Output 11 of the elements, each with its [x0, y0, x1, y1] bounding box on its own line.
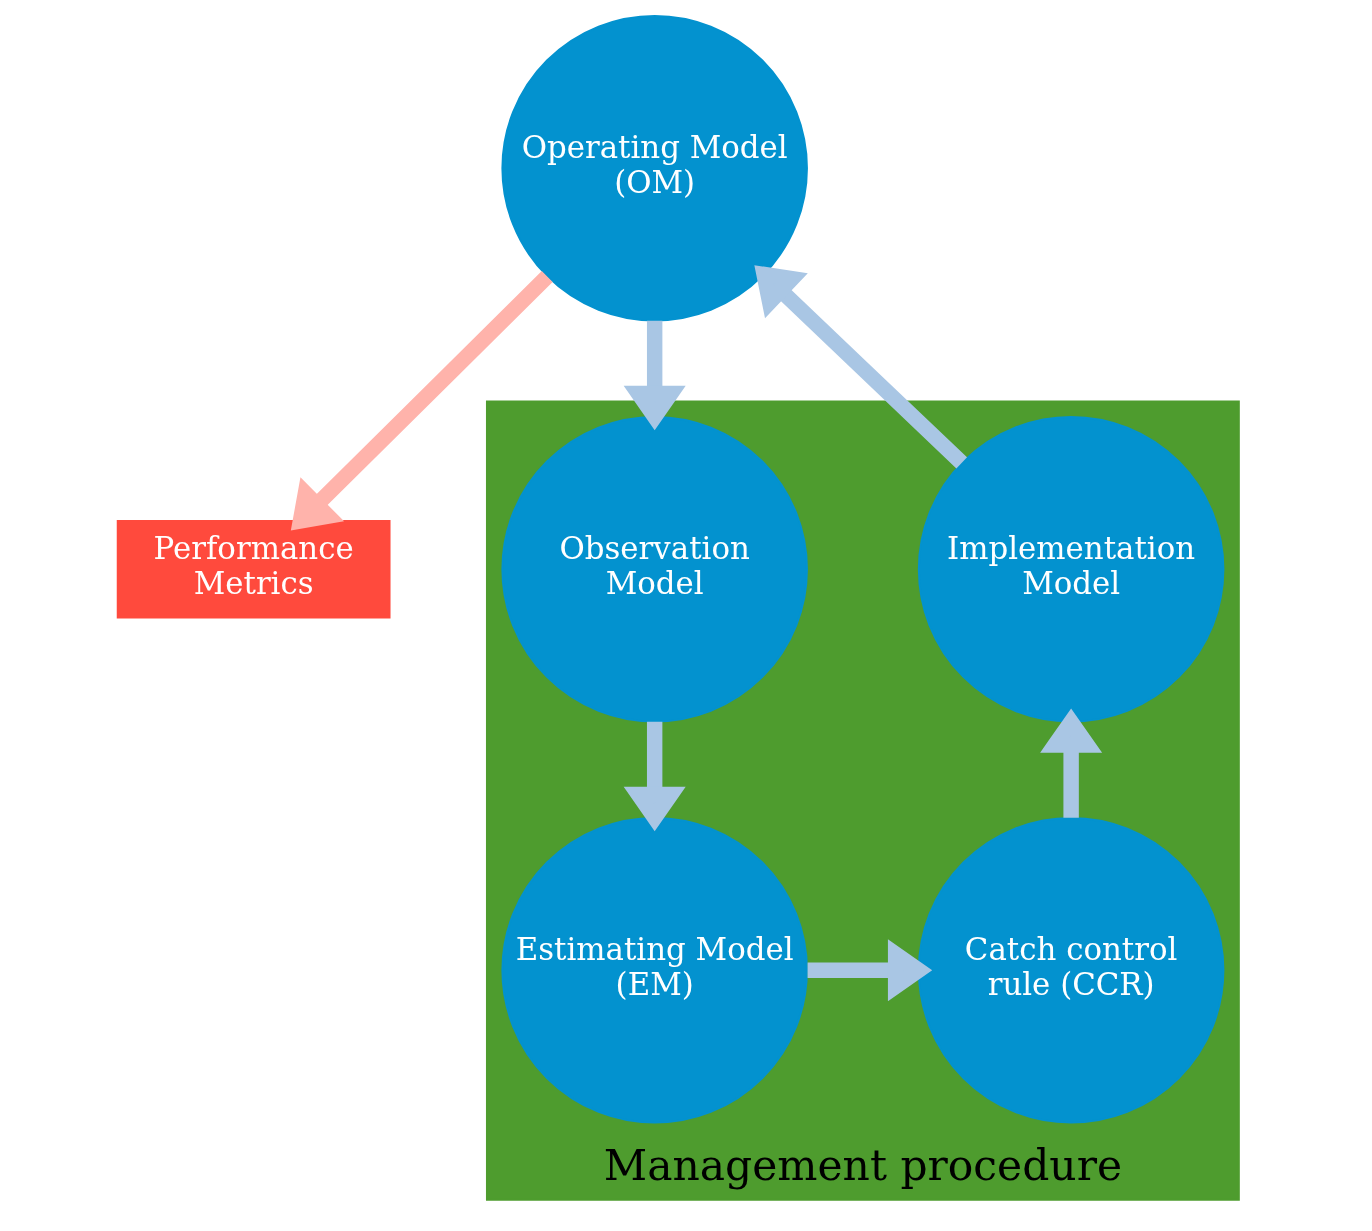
arrow [754, 265, 968, 469]
arrow [1040, 708, 1103, 818]
node-circle: Implementation Model [917, 415, 1225, 723]
arrow [290, 271, 553, 531]
node-box: Performance Metrics [116, 520, 391, 619]
arrow [807, 939, 933, 1002]
node-circle: Catch control rule (CCR) [917, 816, 1225, 1124]
node-circle: Observation Model [501, 415, 808, 723]
node-circle: Estimating Model (EM) [501, 816, 808, 1124]
arrow [623, 320, 686, 431]
arrow [623, 721, 686, 832]
